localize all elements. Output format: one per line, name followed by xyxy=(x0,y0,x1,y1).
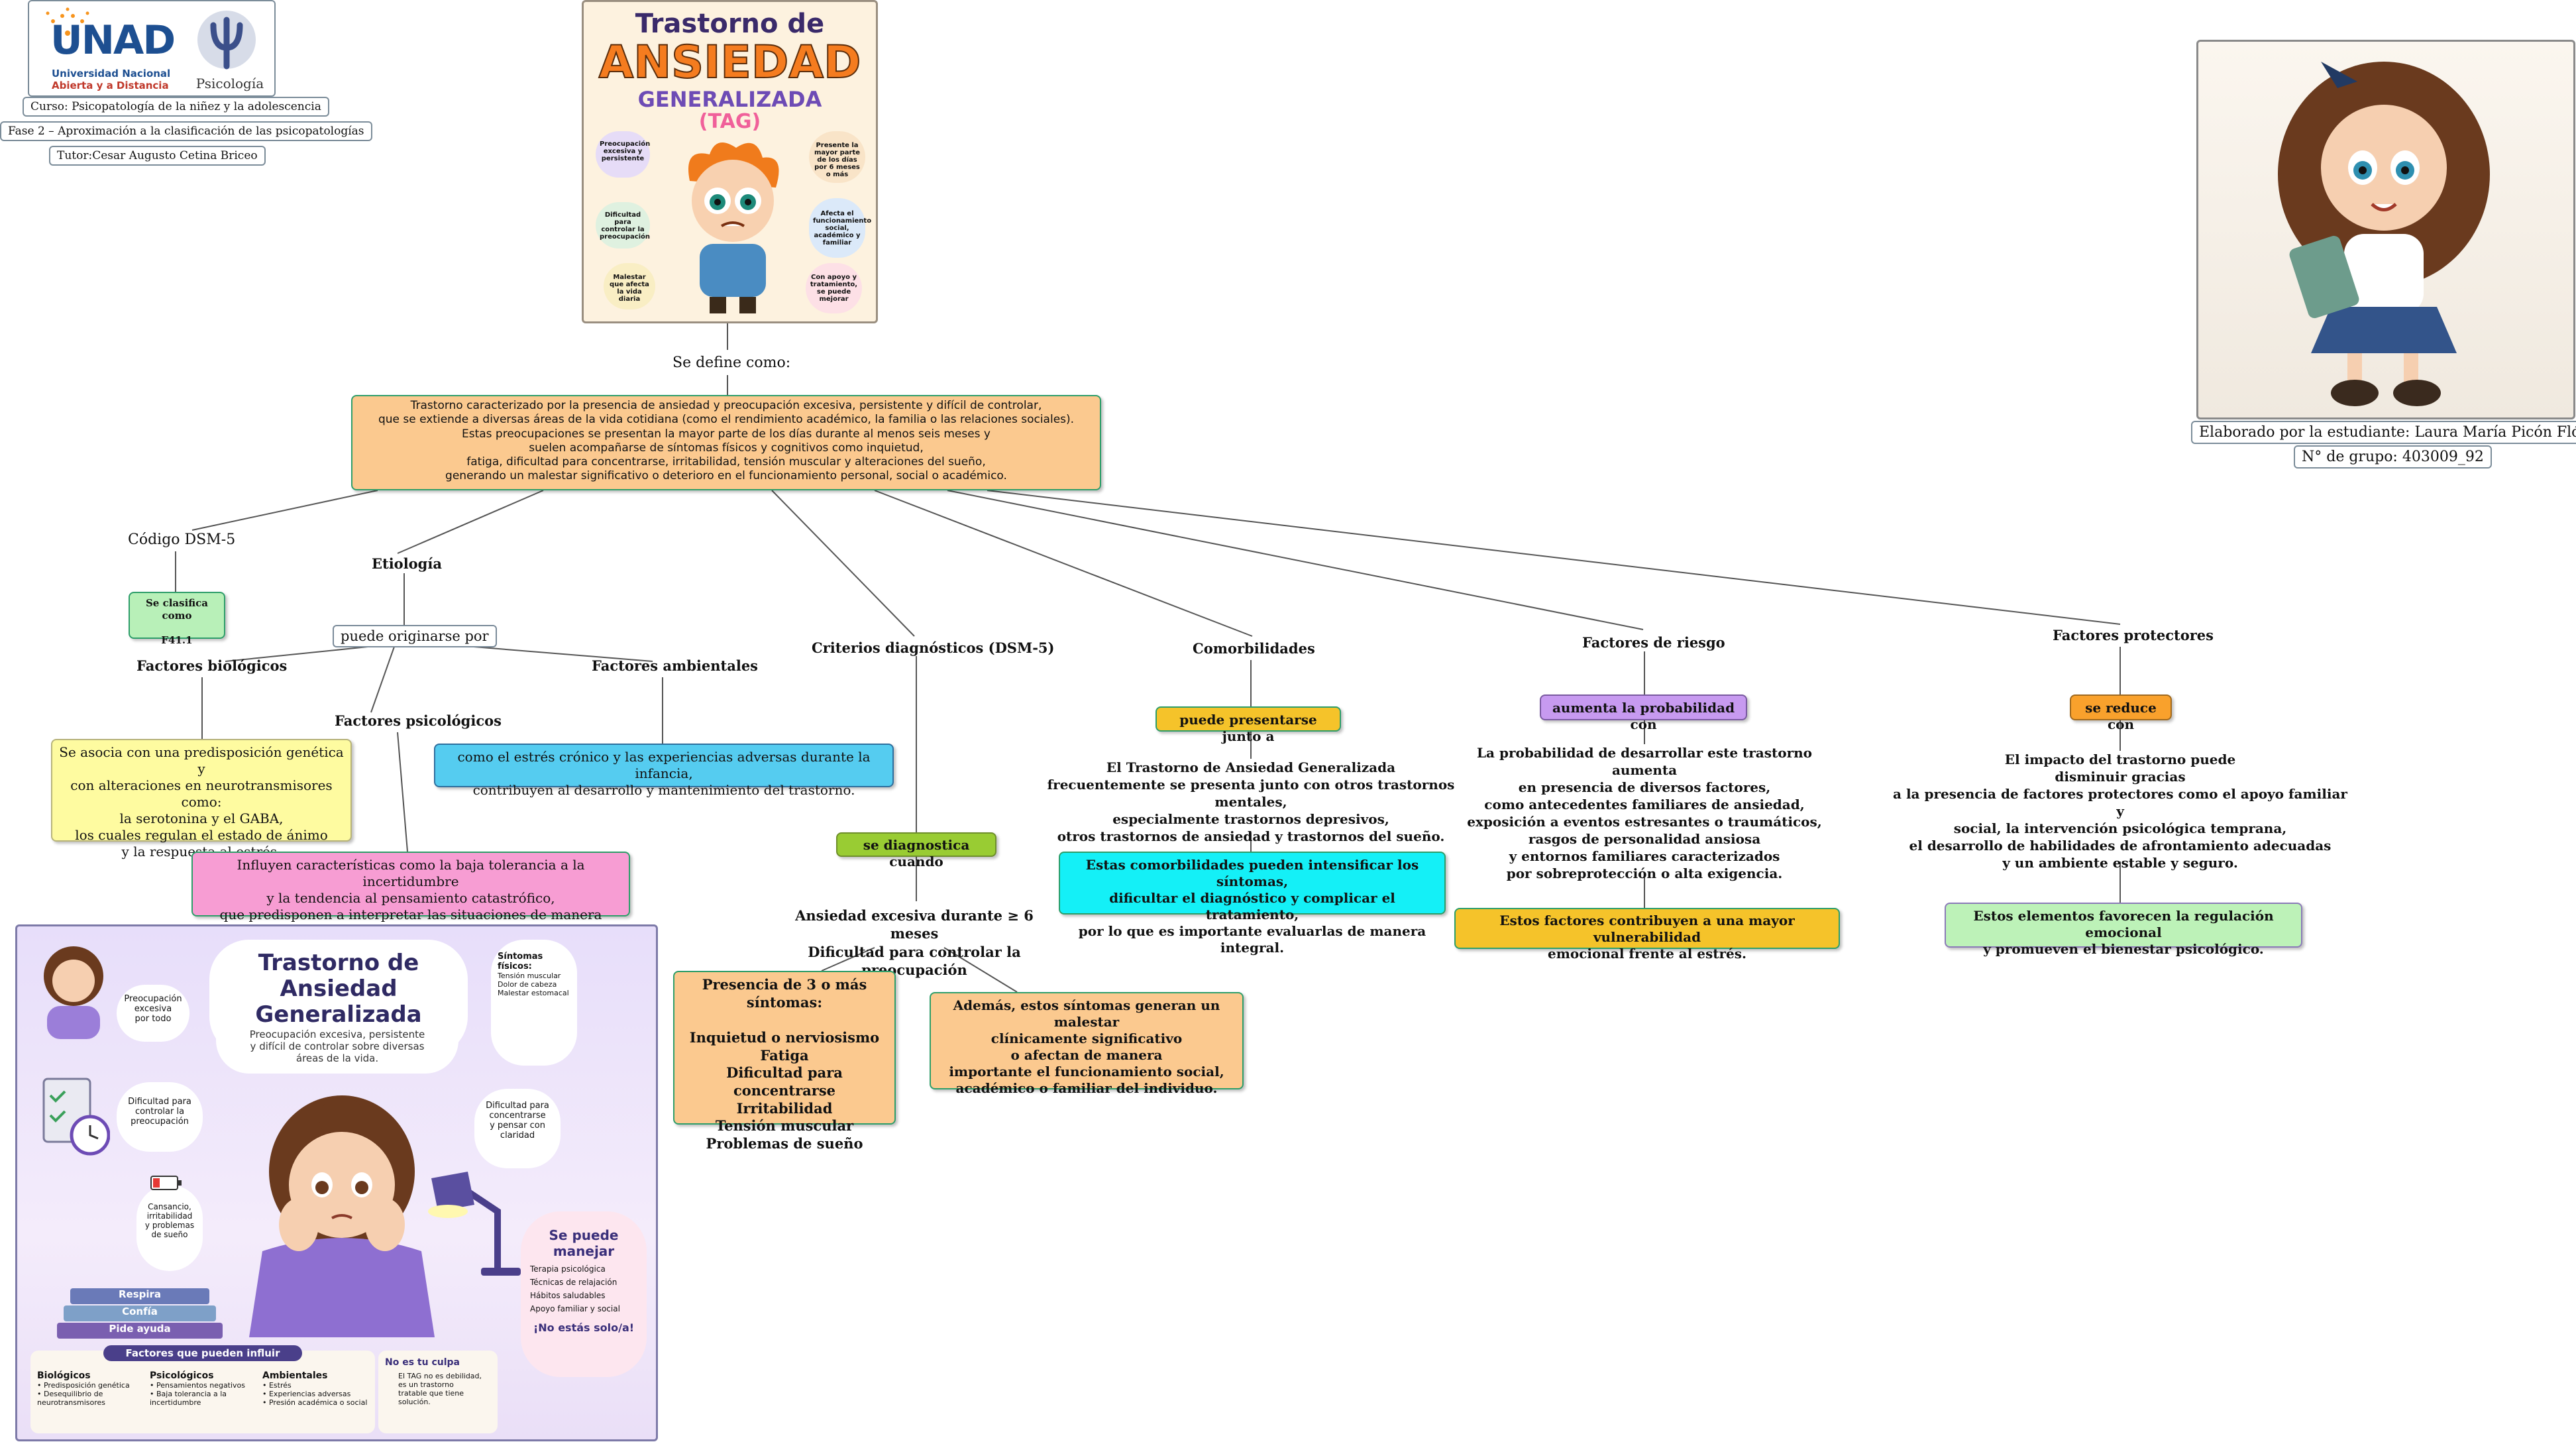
psychology-label: Psicología xyxy=(195,76,264,91)
protective-connector: se reduce con xyxy=(2070,694,2172,732)
criteria-impact-box: Además, estos síntomas generan un malest… xyxy=(930,992,1244,1096)
manage-item-2: Técnicas de relajación xyxy=(530,1278,617,1287)
unad-logo: UNAD Universidad Nacional Abierta y a Di… xyxy=(41,7,187,93)
comorbidities-box: Estas comorbilidades pueden intensificar… xyxy=(1059,852,1446,956)
criteria-symptoms-box: Presencia de 3 o más síntomas: Inquietud… xyxy=(673,971,896,1152)
not-your-fault-panel: No es tu culpa El TAG no es debilidad, e… xyxy=(378,1351,498,1433)
fault-text: El TAG no es debilidad, es un trastorno … xyxy=(398,1372,482,1406)
bubble-physical: Síntomas físicos: Tensión muscular Dolor… xyxy=(491,940,577,1066)
physical-title: Síntomas físicos: xyxy=(498,952,543,971)
define-label: Se define como: xyxy=(672,355,791,371)
low-battery-icon xyxy=(150,1176,182,1190)
risk-box: Estos factores contribuyen a una mayor v… xyxy=(1454,908,1840,962)
thinking-girl-illustration xyxy=(249,1095,435,1337)
risk-connector: aumenta la probabilidad con xyxy=(1540,694,1747,732)
unad-wordmark: UNAD xyxy=(50,17,176,64)
protective-label: Factores protectores xyxy=(2053,627,2214,643)
criteria-label: Criterios diagnósticos (DSM-5) xyxy=(812,639,1055,656)
etiology-label: Etiología xyxy=(372,555,442,572)
author-label: Elaborado por la estudiante: Laura María… xyxy=(2191,421,2576,444)
manage-footer: ¡No estás solo/a! xyxy=(533,1321,635,1334)
factor-bio-items: • Predisposición genética • Desequilibri… xyxy=(37,1381,130,1407)
physical-item-2: Dolor de cabeza xyxy=(498,980,557,989)
group-label: N° de grupo: 403009_92 xyxy=(2294,445,2492,469)
risk-text: La probabilidad de desarrollar este tras… xyxy=(1467,745,1822,881)
factor-env-name: Ambientales xyxy=(262,1370,328,1381)
unad-sub1: Universidad Nacional xyxy=(52,68,171,80)
comorbidities-label: Comorbilidades xyxy=(1193,640,1315,657)
anxious-character-illustration xyxy=(688,142,779,313)
psy-factors-label: Factores psicológicos xyxy=(335,712,502,729)
criteria-text: Ansiedad excesiva durante ≥ 6 meses Difi… xyxy=(795,907,1034,978)
book-pide-ayuda: Pide ayuda xyxy=(57,1323,223,1339)
factors-title: Factores que pueden influir xyxy=(103,1345,302,1361)
tag-poster-top: Trastorno de ANSIEDAD GENERALIZADA (TAG)… xyxy=(582,0,878,323)
phase-label: Fase 2 – Aproximación a la clasificación… xyxy=(0,121,372,141)
bubble-worry: Preocupación excesiva por todo xyxy=(117,985,189,1042)
factor-bio: Biológicos • Predisposición genética • D… xyxy=(37,1370,143,1407)
manage-item-1: Terapia psicológica xyxy=(530,1264,606,1274)
poster-title-4: (TAG) xyxy=(698,110,761,133)
definition-box: Trastorno caracterizado por la presencia… xyxy=(351,395,1101,490)
poster-bubble-4: Afecta el funcionamiento social, académi… xyxy=(809,198,871,258)
factor-psy-name: Psicológicos xyxy=(150,1370,214,1381)
worried-girl-icon xyxy=(44,946,103,1039)
book-respira: Respira xyxy=(70,1288,209,1304)
student-illustration xyxy=(2196,40,2575,419)
course-label: Curso: Psicopatología de la niñez y la a… xyxy=(23,97,329,117)
env-factors-label: Factores ambientales xyxy=(592,657,759,674)
manage-panel: Se puede manejar Terapia psicológica Téc… xyxy=(521,1211,647,1377)
etiology-connector: puede originarse por xyxy=(333,625,497,647)
manage-title: Se puede manejar xyxy=(549,1227,619,1259)
protective-box: Estos elementos favorecen la regulación … xyxy=(1945,903,2302,957)
comorbidities-connector: puede presentarse junto a xyxy=(1155,706,1341,744)
logo-panel: UNAD Universidad Nacional Abierta y a Di… xyxy=(28,0,276,97)
factor-psy-items: • Pensamientos negativos • Baja toleranc… xyxy=(150,1381,246,1407)
book-confia: Confía xyxy=(64,1305,216,1321)
girl-character-illustration xyxy=(2278,62,2490,406)
bio-factors-box: Se asocia con una predisposición genétic… xyxy=(51,739,352,860)
factor-bio-name: Biológicos xyxy=(37,1370,91,1381)
fault-title: No es tu culpa xyxy=(385,1357,460,1368)
bubble-tired: Cansancio, irritabilidad y problemas de … xyxy=(136,1185,203,1271)
poster-bubble-5: Malestar que afecta la vida diaria xyxy=(604,263,655,309)
unad-sun-icon xyxy=(46,7,89,36)
desk-lamp-icon xyxy=(428,1172,521,1276)
psychology-logo: Psicología xyxy=(193,7,266,93)
bottom-poster-subtitle: Preocupación excesiva, persistente y dif… xyxy=(216,1026,458,1074)
protective-text: El impacto del trastorno puede disminuir… xyxy=(1893,751,2347,871)
bio-factors-label: Factores biológicos xyxy=(136,657,288,674)
dsm-label: Código DSM-5 xyxy=(128,531,236,548)
comorbidities-text: El Trastorno de Ansiedad Generalizada fr… xyxy=(1047,759,1455,844)
tag-poster-bottom: Trastorno de Ansiedad Generalizada (TAG)… xyxy=(15,924,658,1441)
unad-sub2: Abierta y a Distancia xyxy=(52,80,169,91)
manage-item-3: Hábitos saludables xyxy=(530,1291,606,1300)
bubble-concentrate: Dificultad para concentrarse y pensar co… xyxy=(474,1089,561,1168)
tutor-label: Tutor:Cesar Augusto Cetina Briceo xyxy=(49,146,266,166)
poster-bubble-2: Presente la mayor parte de los días por … xyxy=(809,131,865,183)
psi-symbol-icon xyxy=(197,11,256,70)
physical-item-3: Malestar estomacal xyxy=(498,989,569,997)
factor-psy: Psicológicos • Pensamientos negativos • … xyxy=(150,1370,256,1407)
factor-env: Ambientales • Estrés • Experiencias adve… xyxy=(262,1370,368,1407)
risk-label: Factores de riesgo xyxy=(1582,634,1725,651)
factor-env-items: • Estrés • Experiencias adversas • Presi… xyxy=(262,1381,368,1407)
env-factors-box: como el estrés crónico y las experiencia… xyxy=(434,744,894,798)
bubble-control: Dificultad para controlar la preocupació… xyxy=(117,1082,203,1152)
factors-panel: Factores que pueden influir Biológicos •… xyxy=(30,1345,375,1433)
poster-bubble-3: Dificultad para controlar la preocupació… xyxy=(596,202,650,249)
poster-title-2: ANSIEDAD xyxy=(598,36,862,89)
poster-title-3: GENERALIZADA xyxy=(637,87,822,112)
dsm-code-box: Se clasifica como F41.1 xyxy=(129,592,225,646)
poster-title-1: Trastorno de xyxy=(635,9,825,39)
poster-bubble-6: Con apoyo y tratamiento, se puede mejora… xyxy=(806,263,862,313)
psy-factors-box: Influyen características como la baja to… xyxy=(191,852,630,939)
checklist-clock-icon xyxy=(42,1078,110,1156)
criteria-connector: se diagnostica cuando xyxy=(836,832,996,869)
poster-bubble-1: Preocupación excesiva y persistente xyxy=(596,131,650,178)
physical-item-1: Tensión muscular xyxy=(498,971,561,980)
manage-item-4: Apoyo familiar y social xyxy=(530,1304,620,1313)
